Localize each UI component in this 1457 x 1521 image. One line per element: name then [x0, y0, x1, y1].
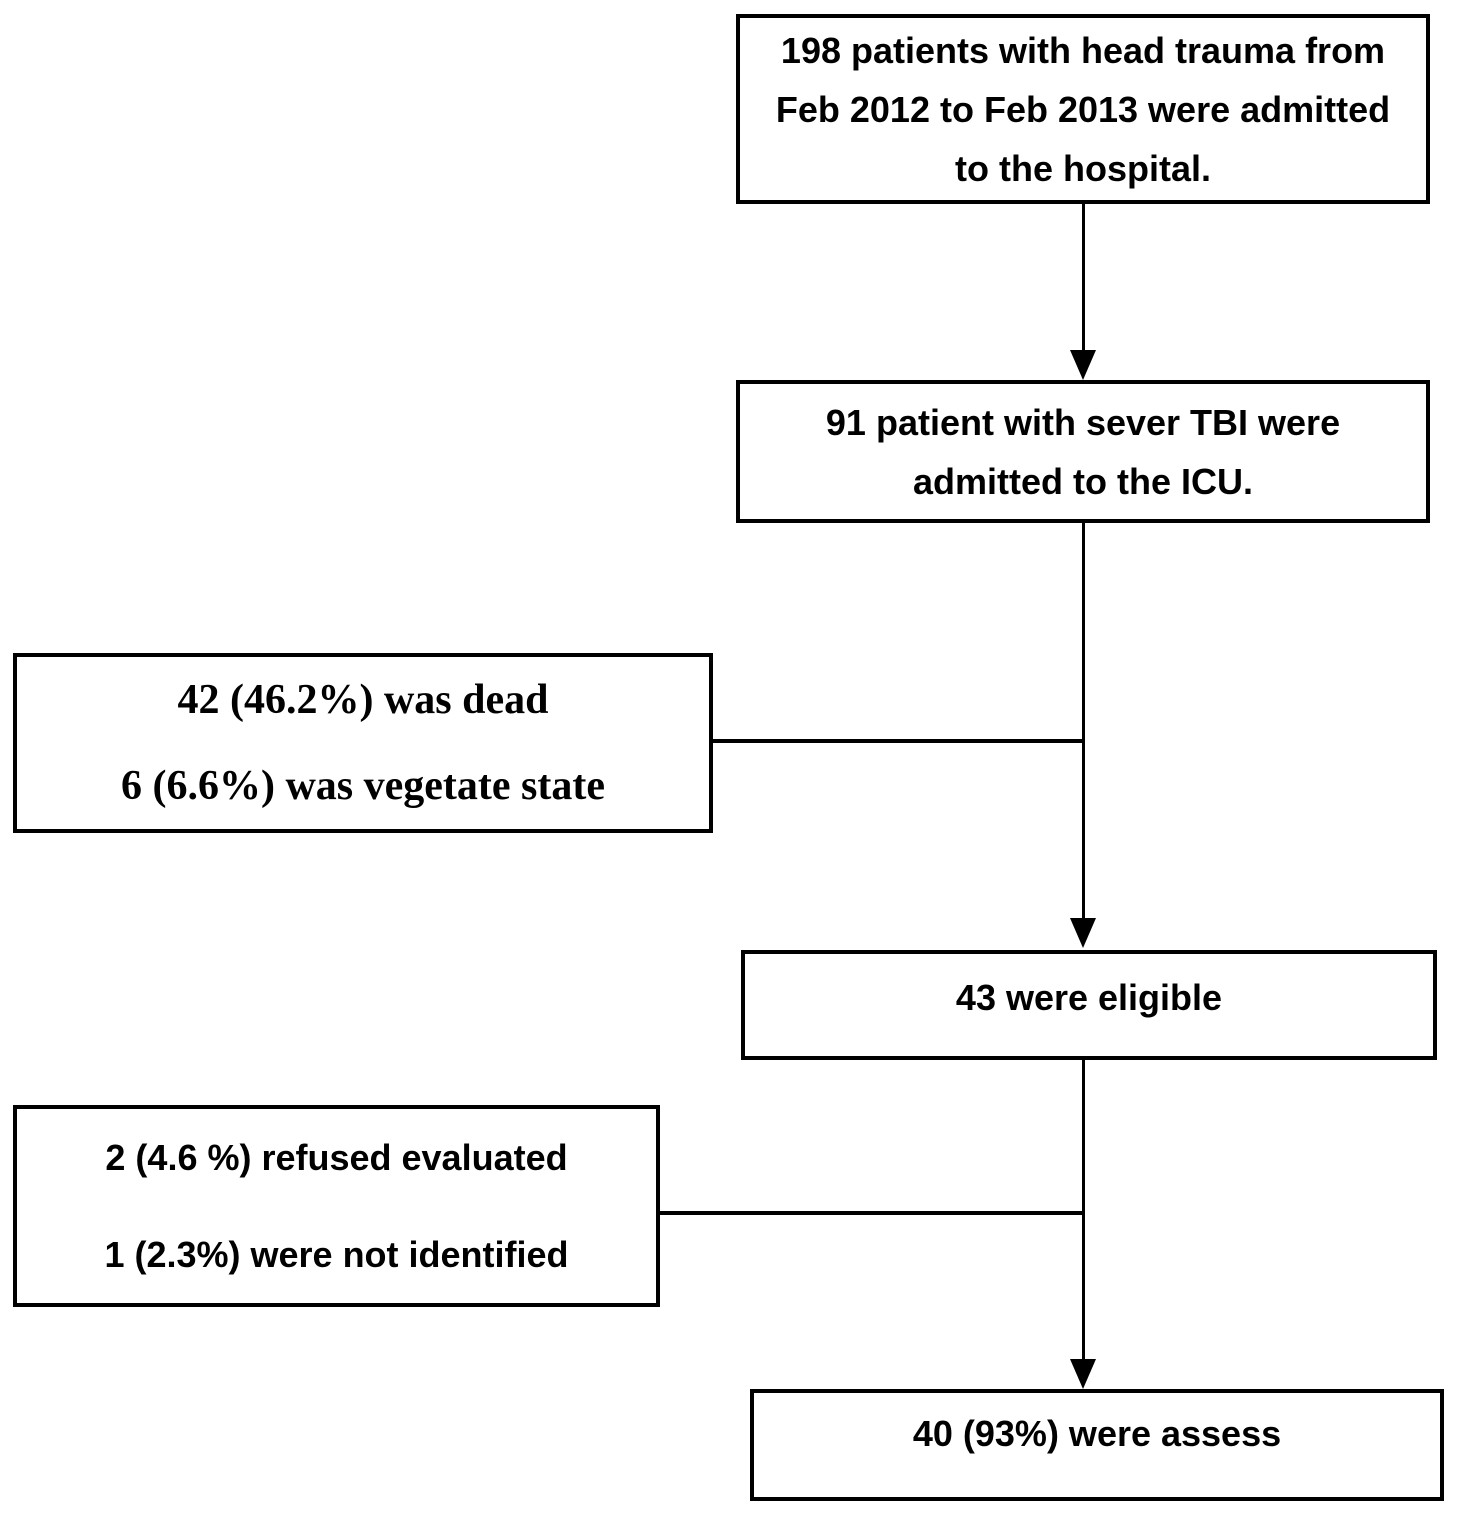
flow-node-text-line: 2 (4.6 %) refused evaluated [105, 1137, 568, 1178]
flow-node-text-line: admitted to the ICU. [913, 460, 1253, 502]
connector-excluded-branch [658, 1211, 1085, 1215]
flow-node-dead-or-vegetative: 42 (46.2%) was dead 6 (6.6%) was vegetat… [13, 653, 713, 833]
flow-node-text-line: 42 (46.2%) was dead [177, 677, 549, 723]
flow-node-text-line: Feb 2012 to Feb 2013 were admitted [775, 88, 1391, 130]
flow-node-eligible: 43 were eligible [741, 950, 1437, 1060]
flow-node-text-line: 91 patient with sever TBI were [825, 401, 1341, 443]
flow-node-text-line: to the hospital. [955, 147, 1211, 189]
flow-node-hospital-admission: 198 patients with head trauma from Feb 2… [736, 14, 1430, 204]
flow-node-text-line: 6 (6.6%) was vegetate state [120, 763, 605, 809]
arrow-shaft-icu-to-eligible [1082, 521, 1085, 920]
arrowhead-down-icon [1070, 1359, 1096, 1389]
flow-node-text-line: 43 were eligible [955, 977, 1223, 1018]
flow-node-text-line: 198 patients with head trauma from [780, 29, 1386, 71]
arrow-shaft-eligible-to-assessed [1082, 1058, 1085, 1361]
flow-node-text-line: 40 (93%) were assess [912, 1413, 1282, 1454]
arrowhead-down-icon [1070, 350, 1096, 380]
flow-node-assessed: 40 (93%) were assess [750, 1389, 1444, 1501]
connector-dead-branch [711, 739, 1085, 743]
flow-node-icu-admission: 91 patient with sever TBI were admitted … [736, 380, 1430, 523]
flow-node-text-line: 1 (2.3%) were not identified [104, 1234, 569, 1275]
flow-node-excluded: 2 (4.6 %) refused evaluated 1 (2.3%) wer… [13, 1105, 660, 1307]
arrow-shaft-hospital-to-icu [1082, 202, 1085, 352]
arrowhead-down-icon [1070, 918, 1096, 948]
